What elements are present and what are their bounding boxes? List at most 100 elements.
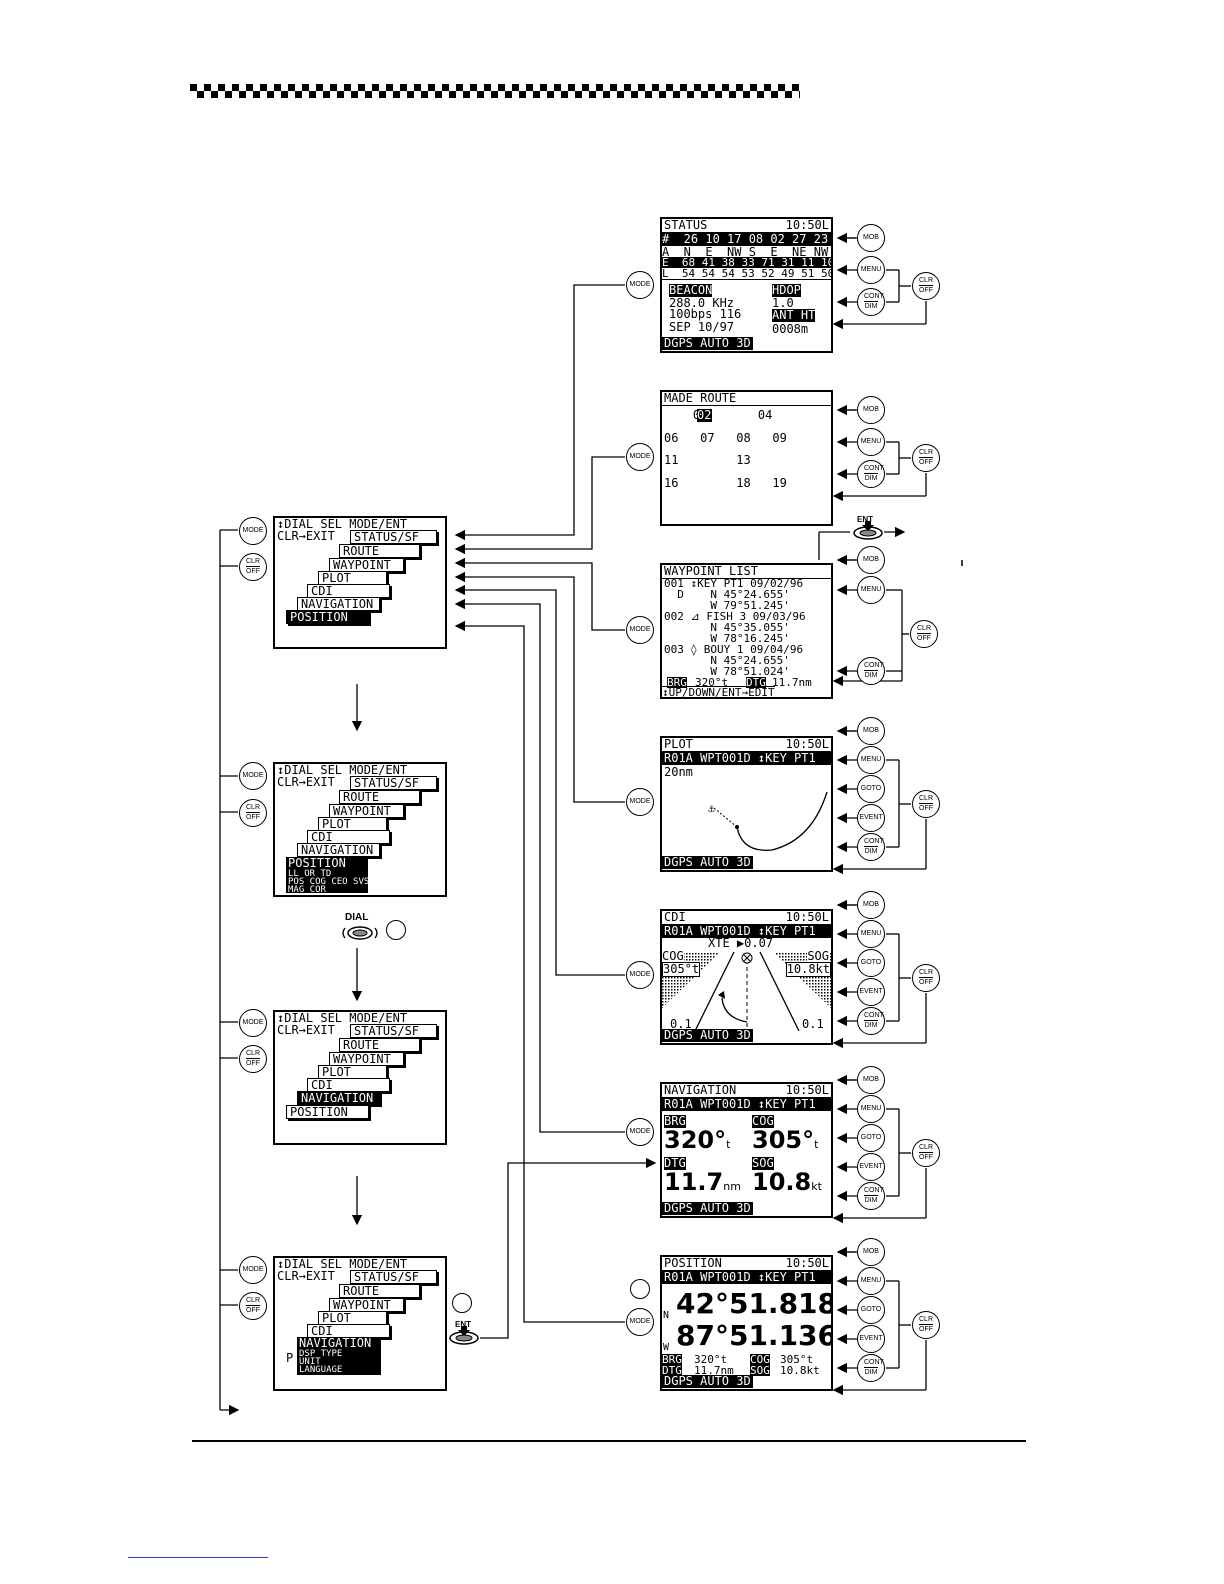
navigation-submenu[interactable]: NAVIGATION DSP TYPE UNIT LANGUAGE — [297, 1337, 381, 1375]
menu-item-plot[interactable]: PLOT — [318, 1311, 387, 1325]
goto-button[interactable]: GOTO — [857, 949, 885, 977]
menu-item-navigation[interactable]: NAVIGATION — [297, 597, 380, 611]
cdi-right-scale: 0.1 — [802, 1017, 824, 1031]
menu-item-route[interactable]: ROUTE — [339, 1038, 420, 1052]
waypoint-line[interactable]: 001 ↕KEY PT1 09/02/96 — [664, 577, 804, 590]
waypoint-line[interactable]: 002 ⊿ FISH 3 09/03/96 — [664, 610, 806, 623]
menu-button[interactable]: MENU — [857, 746, 885, 774]
goto-button[interactable]: GOTO — [857, 1296, 885, 1324]
event-button[interactable]: EVENT — [857, 978, 885, 1006]
submenu-option[interactable]: MAG COR — [288, 885, 326, 895]
ent-button-icon[interactable] — [851, 521, 885, 541]
menu-item-route[interactable]: ROUTE — [339, 544, 420, 558]
menu-button[interactable]: MENU — [857, 576, 885, 604]
submenu-option[interactable]: LL OR TD — [288, 869, 332, 879]
menu-item-navigation[interactable]: NAVIGATION — [297, 1091, 380, 1105]
mode-button[interactable]: MODE — [626, 1118, 654, 1146]
mob-button[interactable]: MOB — [857, 891, 885, 919]
waypoint-hint: ↕UP/DOWN/ENT→EDIT — [662, 686, 775, 699]
mode-button[interactable]: MODE — [626, 271, 654, 299]
menu-item-status[interactable]: STATUS/SF — [350, 1270, 437, 1284]
menu-item-waypoint[interactable]: WAYPOINT — [329, 1298, 404, 1312]
submenu-option[interactable]: POS COG CEO SVS — [288, 877, 370, 887]
event-button[interactable]: EVENT — [857, 1325, 885, 1353]
menu-item-plot[interactable]: PLOT — [318, 571, 387, 585]
menu-item-position[interactable]: POSITION — [286, 1105, 369, 1119]
waypoint-line[interactable]: 003 ◊ BOUY 1 09/04/96 — [664, 643, 804, 656]
menu-hint-line2: CLR→EXIT — [277, 1269, 335, 1283]
screen-title: STATUS — [664, 218, 708, 232]
route-selected-point[interactable]: 02 — [697, 408, 712, 422]
menu-item-waypoint[interactable]: WAYPOINT — [329, 1052, 404, 1066]
mode-button[interactable]: MODE — [239, 1256, 267, 1284]
ent-button-icon[interactable] — [447, 1326, 481, 1346]
menu-item-route[interactable]: ROUTE — [339, 1284, 420, 1298]
mode-button[interactable]: MODE — [239, 762, 267, 790]
mob-button[interactable]: MOB — [857, 396, 885, 424]
waypoint-line: W 78°16.245' — [664, 632, 790, 645]
submenu-option[interactable]: UNIT — [299, 1357, 321, 1367]
menu-button[interactable]: MENU — [857, 256, 885, 284]
menu-item-plot[interactable]: PLOT — [318, 1065, 387, 1079]
mob-button[interactable]: MOB — [857, 1238, 885, 1266]
mode-button[interactable]: MODE — [626, 443, 654, 471]
menu-item-cdi[interactable]: CDI — [307, 584, 390, 598]
position-submenu[interactable]: POSITION LL OR TD POS COG CEO SVS MAG CO… — [286, 856, 370, 895]
mode-button[interactable]: MODE — [239, 517, 267, 545]
goto-button[interactable]: GOTO — [857, 775, 885, 803]
dial-icon[interactable] — [340, 924, 380, 942]
menu-item-route[interactable]: ROUTE — [339, 790, 420, 804]
route-info-bar: R01A WPT001D ↕KEY PT1 — [662, 752, 831, 765]
mob-button[interactable]: MOB — [857, 717, 885, 745]
menu-hint-line2: CLR→EXIT — [277, 775, 335, 789]
submenu-title: POSITION — [288, 856, 346, 870]
mode-button[interactable]: MODE — [626, 961, 654, 989]
goto-button[interactable]: GOTO — [857, 1124, 885, 1152]
menu-button[interactable]: MENU — [857, 1095, 885, 1123]
mode-button[interactable]: MODE — [239, 1009, 267, 1037]
menu-item-status[interactable]: STATUS/SF — [350, 1024, 437, 1038]
mode-button[interactable]: MODE — [626, 788, 654, 816]
plot-track-canvas[interactable]: ⚓ — [662, 778, 831, 858]
menu-item-navigation[interactable]: NAVIGATION — [297, 843, 380, 857]
menu-item-cdi[interactable]: CDI — [307, 1078, 390, 1092]
submenu-option[interactable]: LANGUAGE — [299, 1365, 343, 1375]
mode-button[interactable]: MODE — [626, 1308, 654, 1336]
event-button[interactable]: EVENT — [857, 1153, 885, 1181]
mode-button[interactable]: MODE — [626, 616, 654, 644]
menu-item-waypoint[interactable]: WAYPOINT — [329, 804, 404, 818]
mob-button[interactable]: MOB — [857, 224, 885, 252]
mob-button[interactable]: MOB — [857, 1066, 885, 1094]
menu-item-position[interactable]: POSITION — [286, 610, 369, 624]
cog-label: COG — [662, 949, 684, 963]
menu-item-waypoint[interactable]: WAYPOINT — [329, 558, 404, 572]
submenu-option[interactable]: DSP TYPE — [299, 1349, 343, 1359]
menu-item-cdi[interactable]: CDI — [307, 830, 390, 844]
menu-item-status[interactable]: STATUS/SF — [350, 530, 437, 544]
menu-button[interactable]: MENU — [857, 920, 885, 948]
menu-item-plot[interactable]: PLOT — [318, 817, 387, 831]
menu-button[interactable]: MENU — [857, 1267, 885, 1295]
menu-item-status[interactable]: STATUS/SF — [350, 776, 437, 790]
mob-button[interactable]: MOB — [857, 546, 885, 574]
menu-button[interactable]: MENU — [857, 428, 885, 456]
event-button[interactable]: EVENT — [857, 804, 885, 832]
